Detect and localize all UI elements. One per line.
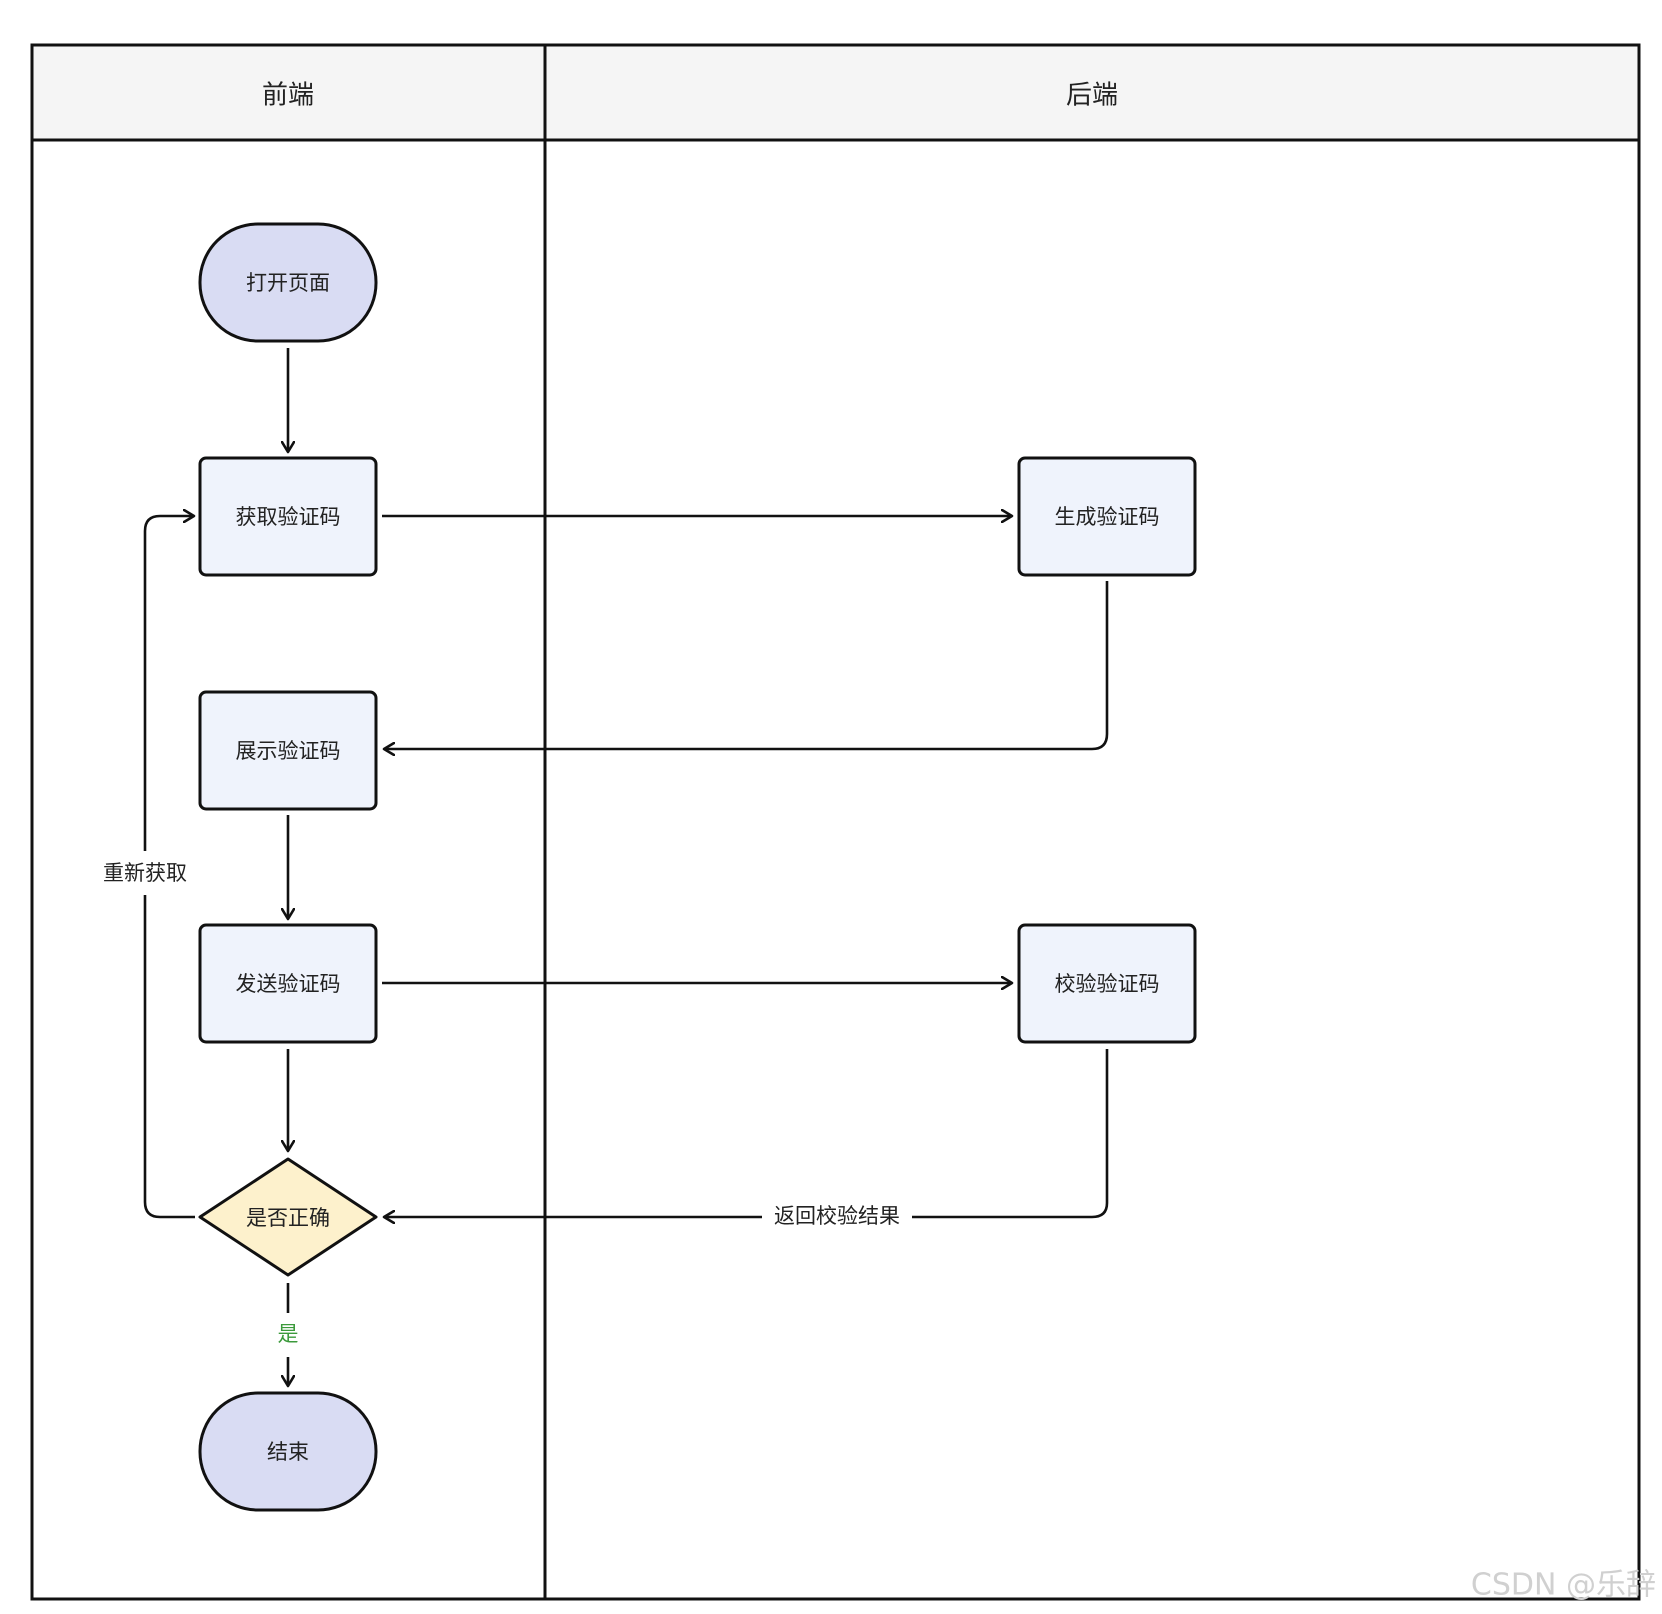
node-label: 生成验证码	[1055, 505, 1160, 529]
terminal-shape	[198, 222, 378, 343]
edge-gen-to-show	[384, 581, 1109, 749]
node-label: 获取验证码	[236, 505, 341, 529]
decision-shape	[198, 1157, 378, 1277]
terminal-shape	[198, 1391, 378, 1512]
lane-header-frontend: 前端	[262, 81, 314, 111]
node-label: 结束	[267, 1440, 309, 1464]
process-shape	[198, 923, 378, 1044]
lane-header-bar	[32, 45, 1639, 140]
process-shape	[198, 456, 378, 577]
watermark: CSDN @乐辞	[1471, 1568, 1656, 1603]
node-end: 结束	[198, 1391, 378, 1512]
node-label: 打开页面	[246, 271, 330, 295]
connectors	[143, 348, 1109, 1386]
node-label: 是否正确	[246, 1206, 330, 1230]
node-verify-code: 校验验证码	[1017, 923, 1197, 1044]
node-open-page: 打开页面	[198, 222, 378, 343]
lane-outer-border	[30, 43, 1641, 1601]
edge-label-yes: 是	[278, 1322, 299, 1346]
node-label: 发送验证码	[236, 972, 341, 996]
node-label: 展示验证码	[236, 739, 341, 763]
edge-label-refetch: 重新获取	[103, 861, 187, 885]
node-is-correct: 是否正确	[198, 1157, 378, 1277]
edge-verify-to-decision-a	[912, 1049, 1109, 1219]
process-shape	[1017, 456, 1197, 577]
node-gen-code: 生成验证码	[1017, 456, 1197, 577]
edge-label-return-result: 返回校验结果	[774, 1204, 900, 1228]
lane-header-backend: 后端	[1066, 81, 1118, 111]
node-show-code: 展示验证码	[198, 690, 378, 811]
node-get-code: 获取验证码	[198, 456, 378, 577]
process-shape	[1017, 923, 1197, 1044]
process-shape	[198, 690, 378, 811]
node-send-code: 发送验证码	[198, 923, 378, 1044]
edge-refetch-a	[143, 895, 195, 1219]
node-label: 校验验证码	[1055, 972, 1160, 996]
swimlane-frame: 前端 后端	[30, 43, 1641, 1601]
edge-refetch-b	[143, 516, 194, 851]
